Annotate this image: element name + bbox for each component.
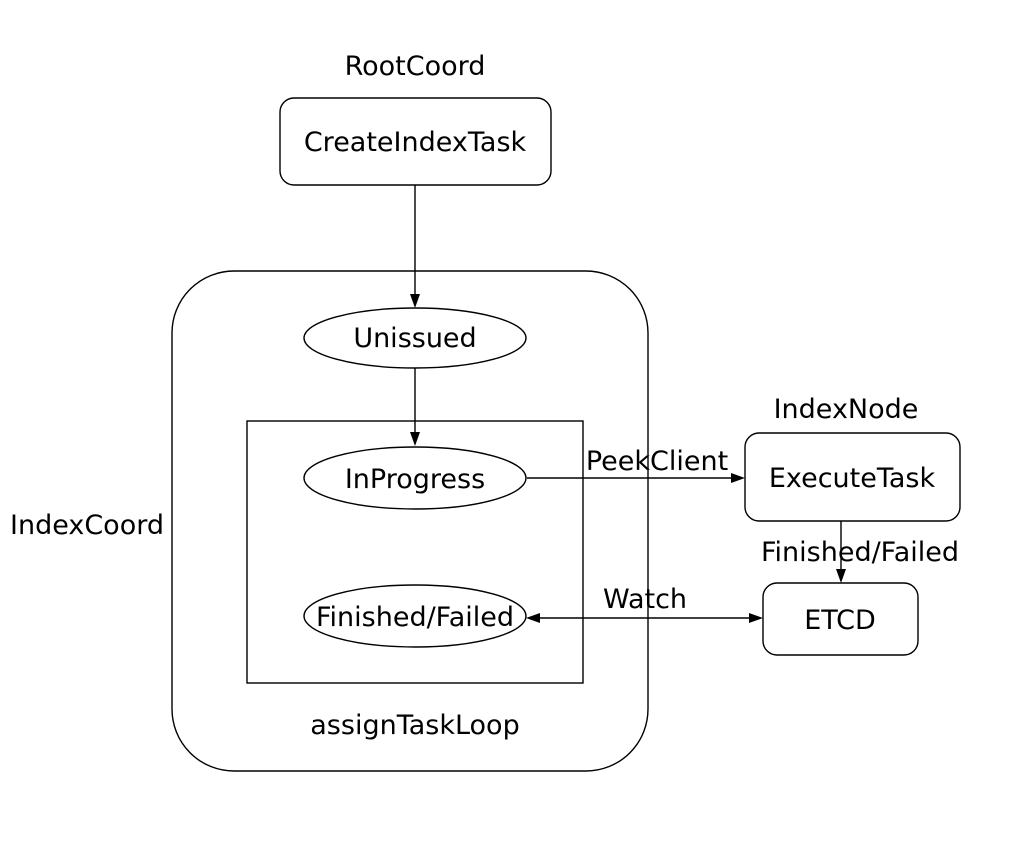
root-coord-label: RootCoord [345, 51, 486, 82]
arrowhead-down-icon [410, 294, 420, 308]
edge-unissued-to-inprogress [410, 368, 420, 446]
node-in-progress [303, 446, 527, 510]
finished-failed-label: Finished/Failed [316, 602, 514, 633]
node-finished-failed [303, 584, 527, 648]
watch-edge-label: Watch [603, 584, 687, 615]
edge-finished-failed-to-etcd [836, 521, 846, 583]
index-coord-container [171, 270, 649, 772]
index-coord-label: IndexCoord [10, 510, 164, 541]
node-etcd [762, 582, 919, 656]
in-progress-label: InProgress [345, 464, 485, 495]
peekclient-edge-label: PeekClient [586, 446, 728, 477]
edge-peekclient [527, 473, 745, 483]
create-index-task-label: CreateIndexTask [304, 127, 527, 158]
arrowhead-left-icon [526, 613, 540, 623]
arrowhead-right-icon [731, 473, 745, 483]
node-unissued [303, 307, 527, 369]
node-create-index-task [279, 97, 552, 186]
edge-watch [526, 613, 763, 623]
index-node-label: IndexNode [774, 394, 919, 425]
arrowhead-down-icon [836, 569, 846, 583]
arrowhead-right-icon [749, 613, 763, 623]
node-execute-task [744, 432, 961, 522]
etcd-label: ETCD [804, 605, 876, 636]
assign-task-loop-label: assignTaskLoop [310, 710, 519, 741]
unissued-label: Unissued [353, 323, 476, 354]
edge-create-to-unissued [410, 185, 420, 308]
execute-task-label: ExecuteTask [769, 463, 936, 494]
finished-failed-edge-label: Finished/Failed [761, 537, 959, 568]
arrowhead-down-icon [410, 432, 420, 446]
